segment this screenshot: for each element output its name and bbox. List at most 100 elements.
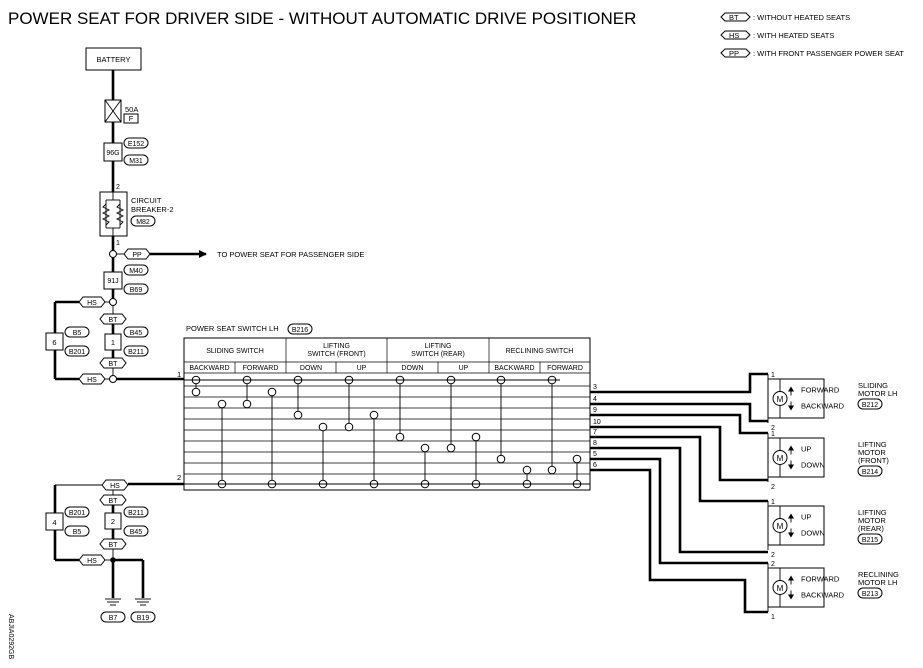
page-title: POWER SEAT FOR DRIVER SIDE - WITHOUT AUT… bbox=[8, 9, 636, 28]
conn-m31: M31 bbox=[129, 158, 143, 165]
arrow-up-icon bbox=[788, 513, 794, 519]
switch-out-pin: 4 bbox=[593, 396, 597, 403]
switch-out-pin: 10 bbox=[593, 419, 601, 426]
terminal-91j: 91J bbox=[107, 278, 118, 285]
switch-out-pin: 7 bbox=[593, 429, 597, 436]
svg-text:FORWARD: FORWARD bbox=[801, 575, 840, 584]
switch-column-label: BACKWARD bbox=[189, 365, 229, 372]
svg-text:UP: UP bbox=[801, 445, 811, 454]
switch-column-label: FORWARD bbox=[547, 365, 583, 372]
switch-column-label: BACKWARD bbox=[494, 365, 534, 372]
svg-text:BT: BT bbox=[109, 361, 119, 368]
svg-text:1: 1 bbox=[771, 372, 775, 379]
motor-conn: B213 bbox=[862, 591, 878, 598]
legend: BT : WITHOUT HEATED SEATS HS : WITH HEAT… bbox=[720, 12, 904, 58]
switch-contact bbox=[318, 422, 328, 432]
motor-conn: B212 bbox=[862, 402, 878, 409]
legend-tag-hs: HS bbox=[729, 31, 739, 40]
switch-contact bbox=[572, 454, 582, 464]
ground-b7: B7 bbox=[109, 615, 118, 622]
motor-symbol-icon bbox=[772, 391, 788, 406]
arrow-up-icon bbox=[788, 445, 794, 451]
svg-text:(REAR): (REAR) bbox=[858, 524, 884, 533]
conn-b69: B69 bbox=[130, 287, 143, 294]
arrow-down-icon bbox=[788, 464, 794, 470]
svg-text:MOTOR LH: MOTOR LH bbox=[858, 389, 897, 398]
switch-contact bbox=[344, 422, 354, 432]
lower-junction: HS 4 B201 B5 BT 2 B211 B45 BT HS bbox=[45, 479, 184, 623]
fuse-id: F bbox=[129, 114, 134, 123]
svg-text:6: 6 bbox=[52, 338, 56, 347]
switch-contact bbox=[496, 454, 506, 464]
conn-m40: M40 bbox=[129, 268, 143, 275]
ground-b19: B19 bbox=[137, 615, 150, 622]
battery-label: BATTERY bbox=[97, 55, 131, 64]
svg-text:MOTOR LH: MOTOR LH bbox=[858, 578, 897, 587]
legend-tag-bt: BT bbox=[729, 13, 739, 22]
svg-text:2: 2 bbox=[771, 561, 775, 568]
legend-text-bt: : WITHOUT HEATED SEATS bbox=[753, 13, 850, 22]
switch-contact bbox=[446, 443, 456, 453]
switch-out-pin: 9 bbox=[593, 407, 597, 414]
switch-out-pin: 6 bbox=[593, 462, 597, 469]
svg-text:DOWN: DOWN bbox=[801, 529, 825, 538]
ground-icon bbox=[135, 598, 151, 606]
breaker-pin-in: 2 bbox=[116, 184, 120, 191]
svg-text:MOTOR: MOTOR bbox=[858, 448, 886, 457]
svg-text:1: 1 bbox=[771, 614, 775, 621]
svg-text:HS: HS bbox=[87, 300, 97, 307]
motor-conn: B215 bbox=[862, 537, 878, 544]
conn-b216: B216 bbox=[292, 327, 308, 334]
switch-contact bbox=[293, 410, 303, 420]
breaker-label-2: BREAKER-2 bbox=[131, 205, 174, 214]
switch-group-label: SWITCH (REAR) bbox=[411, 351, 465, 358]
switch-pin-in-2: 2 bbox=[177, 473, 181, 482]
conn-m82: M82 bbox=[136, 219, 150, 226]
svg-text:FORWARD: FORWARD bbox=[801, 386, 840, 395]
fuse-rating: 50A bbox=[125, 105, 138, 114]
svg-text:M: M bbox=[777, 522, 784, 531]
svg-text:2: 2 bbox=[771, 425, 775, 432]
legend-tag-pp: PP bbox=[729, 49, 739, 58]
arrow-down-icon bbox=[788, 405, 794, 411]
switch-contact bbox=[217, 399, 227, 409]
svg-text:1: 1 bbox=[111, 338, 115, 347]
svg-text:B45: B45 bbox=[130, 330, 143, 337]
switch-contact bbox=[420, 443, 430, 453]
svg-text:BACKWARD: BACKWARD bbox=[801, 591, 845, 600]
motor-conn: B214 bbox=[862, 469, 878, 476]
switch-contact bbox=[522, 465, 532, 475]
svg-text:SLIDING: SLIDING bbox=[858, 381, 888, 390]
svg-text:1: 1 bbox=[771, 431, 775, 438]
svg-text:B5: B5 bbox=[73, 529, 82, 536]
svg-text:(FRONT): (FRONT) bbox=[858, 456, 889, 465]
switch-group-label: LIFTING bbox=[323, 343, 350, 350]
switch-contact bbox=[191, 387, 201, 397]
svg-text:B211: B211 bbox=[128, 510, 144, 517]
svg-text:4: 4 bbox=[52, 518, 56, 527]
svg-text:HS: HS bbox=[87, 558, 97, 565]
switch-column-label: DOWN bbox=[300, 365, 322, 372]
svg-text:UP: UP bbox=[801, 513, 811, 522]
svg-text:RECLINING: RECLINING bbox=[858, 570, 899, 579]
arrow-up-icon bbox=[788, 386, 794, 392]
switch-contact bbox=[267, 387, 277, 397]
svg-text:B211: B211 bbox=[128, 349, 144, 356]
svg-text:2: 2 bbox=[771, 484, 775, 491]
svg-text:B201: B201 bbox=[69, 510, 85, 517]
motor-symbol-icon bbox=[772, 518, 788, 533]
conn-e152: E152 bbox=[128, 141, 144, 148]
switch-group-label: LIFTING bbox=[425, 343, 452, 350]
svg-text:B45: B45 bbox=[130, 529, 143, 536]
switch-contact bbox=[395, 432, 405, 442]
switch-column-label: FORWARD bbox=[243, 365, 279, 372]
ground-icon bbox=[105, 598, 121, 606]
upper-junction: HS 6 B5 B201 BT 1 B45 B211 BT HS bbox=[45, 296, 184, 385]
switch-contact bbox=[547, 465, 557, 475]
pp-tag: PP bbox=[132, 252, 142, 259]
svg-text:B201: B201 bbox=[69, 349, 85, 356]
legend-text-hs: : WITH HEATED SEATS bbox=[753, 31, 834, 40]
switch-column-label: DOWN bbox=[401, 365, 423, 372]
